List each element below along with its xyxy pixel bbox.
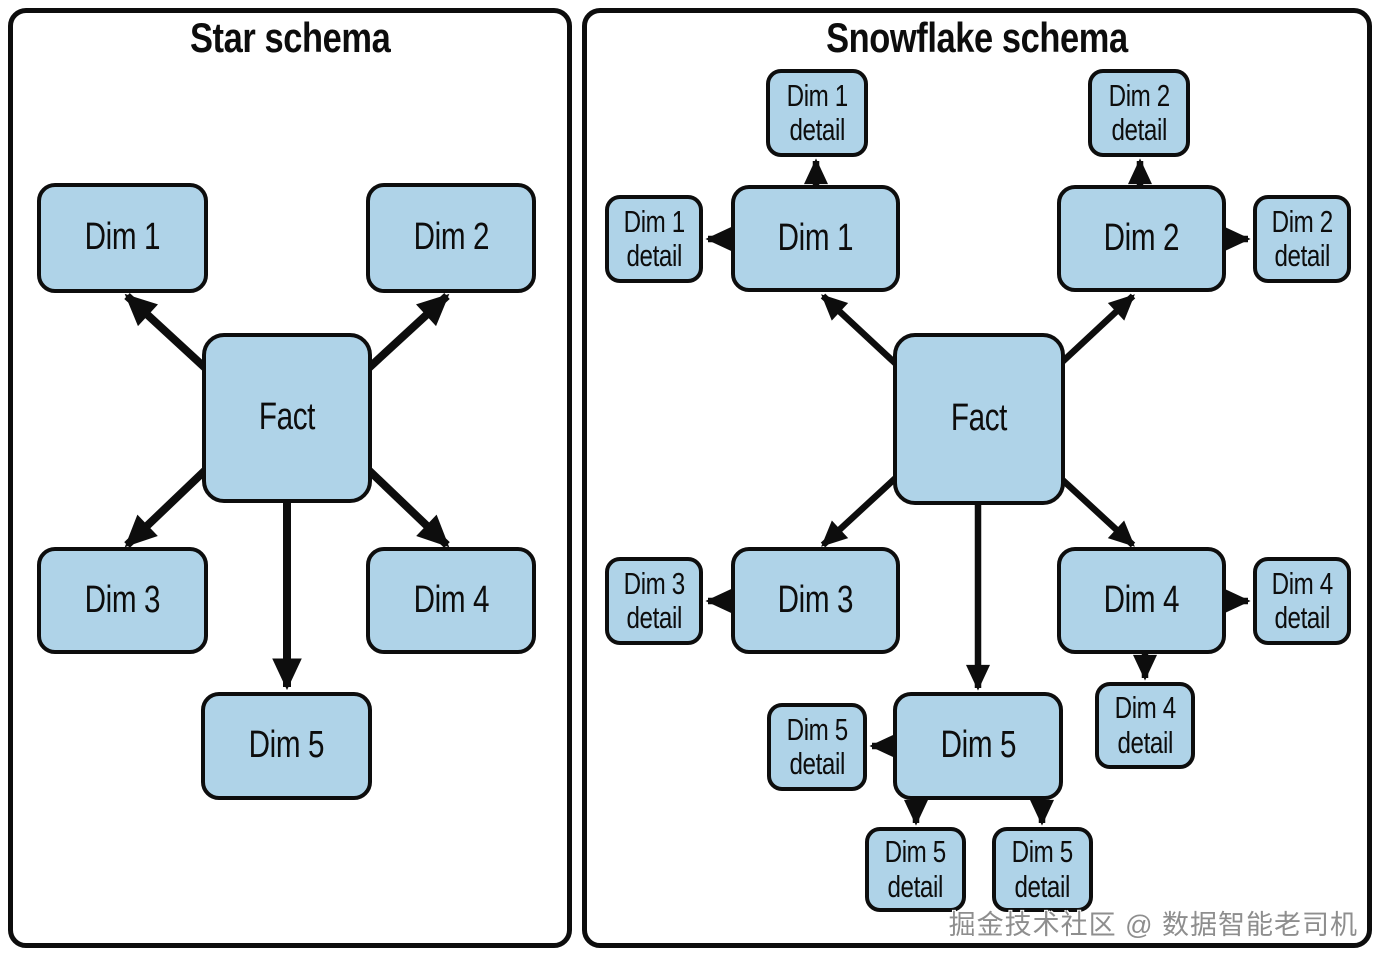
node-snow-fact: Fact [893,333,1065,505]
node-snow-dim5: Dim 5 [893,692,1063,800]
node-snow-dim1-detail-left-label: Dim 1 detail [623,203,685,273]
node-snow-dim4-detail-below: Dim 4 detail [1095,682,1195,769]
node-snow-dim1: Dim 1 [731,185,900,292]
node-star-dim3-label: Dim 3 [84,578,161,621]
node-star-dim5-label: Dim 5 [248,724,325,767]
node-star-dim4: Dim 4 [366,547,536,654]
node-snow-dim5-detail-bottom-right-label: Dim 5 detail [1011,834,1074,904]
node-snow-dim5-detail-bottom-left-label: Dim 5 detail [884,834,947,904]
node-snow-dim3: Dim 3 [731,547,900,654]
node-star-dim2: Dim 2 [366,183,536,293]
node-snow-dim5-label: Dim 5 [940,724,1016,767]
node-star-fact: Fact [202,333,372,503]
star-schema-panel [8,8,572,948]
node-snow-dim2-detail-right-label: Dim 2 detail [1271,203,1333,273]
node-snow-dim1-detail-top-label: Dim 1 detail [786,77,848,147]
node-star-dim1-label: Dim 1 [84,216,161,259]
node-snow-dim3-label: Dim 3 [777,578,854,621]
node-snow-dim2: Dim 2 [1057,185,1226,292]
node-snow-dim4-detail-right-label: Dim 4 detail [1271,565,1333,635]
node-star-dim2-label: Dim 2 [413,216,489,259]
node-snow-dim5-detail-bottom-left: Dim 5 detail [865,827,966,912]
node-snow-dim2-detail-top: Dim 2 detail [1088,69,1190,157]
snowflake-schema-panel [582,8,1372,948]
node-snow-dim5-detail-left: Dim 5 detail [767,703,867,791]
star-schema-title: Star schema [8,14,572,61]
node-snow-dim1-detail-left: Dim 1 detail [605,195,703,283]
node-star-dim3: Dim 3 [37,547,208,654]
node-snow-dim3-detail-left: Dim 3 detail [605,557,703,645]
node-snow-dim4-label: Dim 4 [1103,578,1180,621]
node-snow-dim1-detail-top: Dim 1 detail [766,69,868,157]
node-star-fact-label: Fact [258,396,316,439]
node-snow-dim3-detail-left-label: Dim 3 detail [623,565,685,635]
node-snow-fact-label: Fact [950,397,1008,440]
node-snow-dim2-detail-right: Dim 2 detail [1253,195,1351,283]
node-star-dim1: Dim 1 [37,183,208,293]
snowflake-schema-title-text: Snowflake schema [826,14,1128,61]
node-snow-dim2-detail-top-label: Dim 2 detail [1108,77,1170,147]
node-snow-dim4-detail-right: Dim 4 detail [1253,557,1351,645]
node-snow-dim5-detail-bottom-right: Dim 5 detail [992,827,1093,912]
node-snow-dim1-label: Dim 1 [777,216,854,259]
snowflake-schema-title: Snowflake schema [582,14,1372,61]
node-snow-dim2-label: Dim 2 [1103,216,1180,259]
node-snow-dim4: Dim 4 [1057,547,1226,654]
node-snow-dim5-detail-left-label: Dim 5 detail [786,711,848,781]
node-star-dim5: Dim 5 [201,692,372,800]
watermark-text: 掘金技术社区 @ 数据智能老司机 [948,910,1358,940]
node-snow-dim4-detail-below-label: Dim 4 detail [1114,690,1176,760]
star-schema-title-text: Star schema [189,14,391,61]
node-star-dim4-label: Dim 4 [413,578,489,621]
